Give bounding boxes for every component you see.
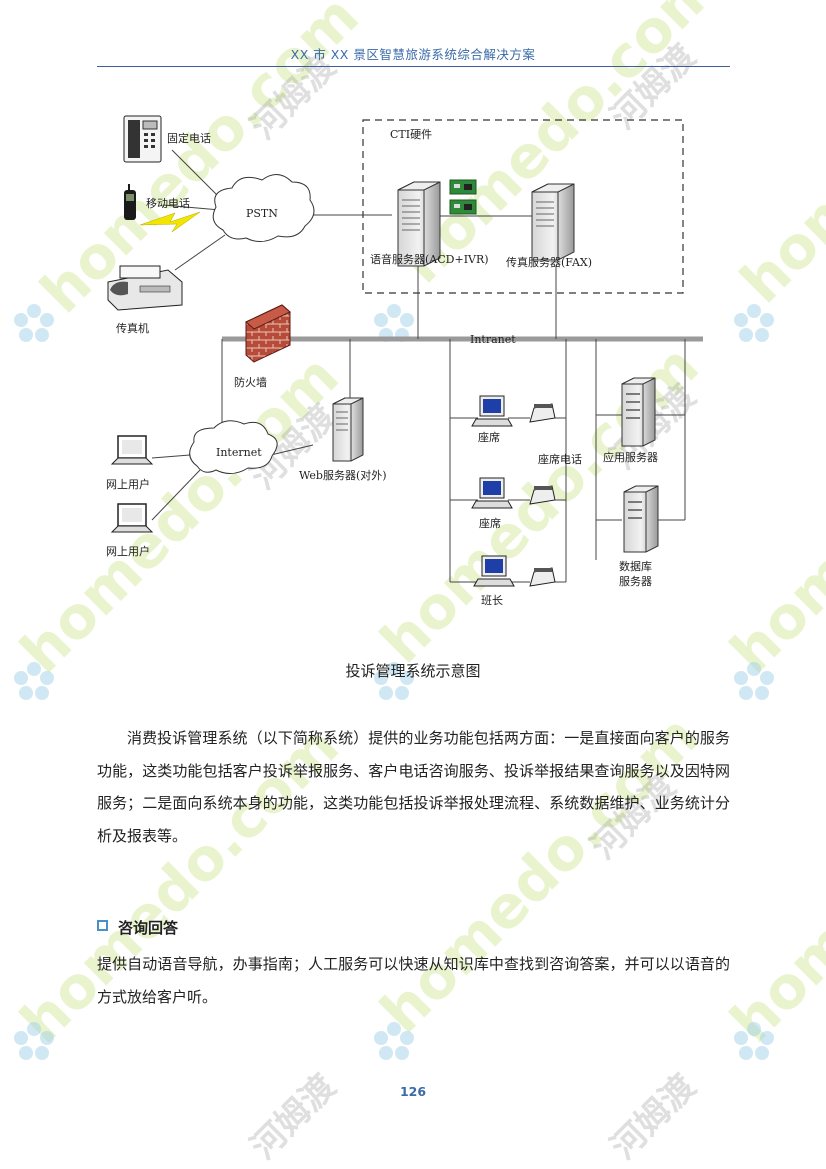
- cti-box: [362, 119, 684, 294]
- header-rule: [97, 66, 730, 67]
- web-user-label: 网上用户: [106, 477, 150, 491]
- desk-phone-icon: [529, 567, 556, 587]
- desk-phone-icon: [529, 485, 556, 505]
- seat-label: 座席: [479, 516, 501, 530]
- watermark-flower-icon: [734, 1022, 774, 1060]
- watermark-flower-icon: [374, 1022, 414, 1060]
- seat-label: 座席: [478, 430, 500, 444]
- internet-label: Internet: [216, 446, 262, 459]
- body-paragraph: 消费投诉管理系统（以下简称系统）提供的业务功能包括两方面：一是直接面向客户的服务…: [97, 729, 730, 845]
- voice-server-icon: [397, 181, 441, 267]
- laptop-icon: [110, 435, 154, 465]
- header-title: XX 市 XX 景区智慧旅游系统综合解决方案: [290, 47, 536, 62]
- fax-machine-label: 传真机: [116, 321, 149, 335]
- firewall-label: 防火墙: [234, 375, 267, 389]
- watermark-flower-icon: [14, 1022, 54, 1060]
- bullet-square-icon: [97, 920, 108, 931]
- fax-machine-icon: [107, 265, 183, 311]
- section-heading: 咨询回答: [97, 917, 730, 938]
- web-server-icon: [332, 397, 364, 462]
- cti-card-icon: [449, 179, 477, 215]
- section-body: 提供自动语音导航，办事指南；人工服务可以快速从知识库中查找到咨询答案，并可以以语…: [97, 955, 730, 1006]
- fixed-phone-icon: [123, 115, 162, 163]
- database-server-label: 数据库: [619, 559, 652, 573]
- firewall-icon: [245, 304, 291, 363]
- watermark-text-cn: 河姆渡: [603, 1066, 704, 1168]
- pstn-label: PSTN: [246, 207, 278, 220]
- app-server-label: 应用服务器: [603, 450, 658, 464]
- complaint-system-diagram: CTI硬件 Intranet: [106, 115, 703, 607]
- watermark-text: homedo.com: [717, 711, 826, 1057]
- fax-server-label: 传真服务器(FAX): [506, 255, 592, 269]
- section-title: 咨询回答: [118, 919, 179, 937]
- lightning-icon: [139, 211, 201, 233]
- voice-server-label: 语音服务器(ACD+IVR): [370, 252, 489, 266]
- cti-hardware-label: CTI硬件: [390, 128, 432, 141]
- watermark-text-cn: 河姆渡: [243, 1066, 344, 1168]
- app-server-icon: [621, 377, 656, 447]
- computer-icon: [473, 555, 515, 587]
- laptop-icon: [110, 503, 154, 533]
- desk-phone-icon: [529, 403, 556, 423]
- web-server-label: Web服务器(对外): [299, 468, 387, 482]
- web-user-label: 网上用户: [106, 544, 150, 558]
- computer-icon: [471, 395, 513, 427]
- database-server-label: 服务器: [619, 575, 652, 588]
- figure-caption: 投诉管理系统示意图: [345, 662, 481, 680]
- connection-lines: [151, 149, 686, 583]
- database-server-icon: [623, 485, 659, 553]
- mobile-phone-label: 移动电话: [146, 197, 190, 210]
- seat-phone-label: 座席电话: [538, 452, 582, 466]
- fax-server-icon: [531, 183, 575, 261]
- computer-icon: [471, 477, 513, 509]
- page-number: 126: [399, 1084, 427, 1099]
- internet-cloud-icon: [189, 420, 278, 474]
- fixed-phone-label: 固定电话: [167, 131, 211, 145]
- intranet-label: Intranet: [470, 333, 516, 346]
- mobile-phone-icon: [124, 184, 136, 220]
- pstn-cloud-icon: [212, 174, 315, 242]
- team-leader-label: 班长: [481, 594, 503, 607]
